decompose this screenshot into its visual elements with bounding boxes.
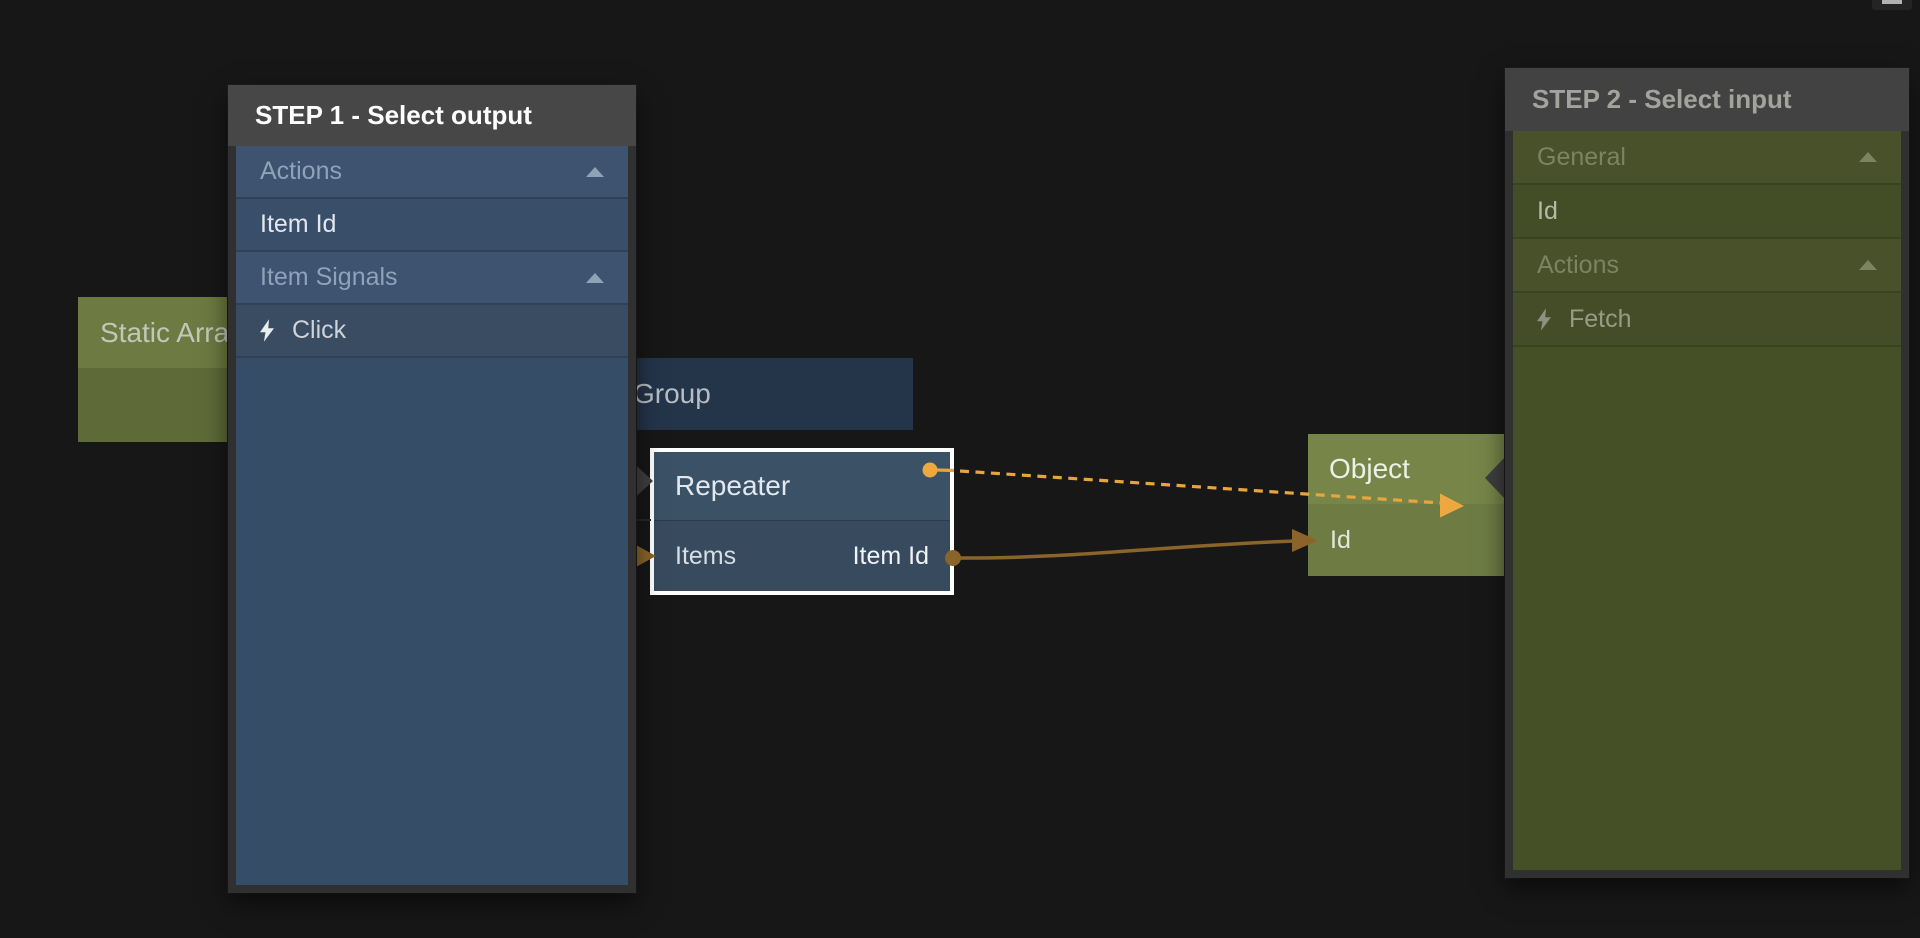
step1-panel-title: STEP 1 - Select output	[228, 85, 636, 146]
step2-row-id[interactable]: Id	[1513, 185, 1901, 239]
port-id-input[interactable]: Id	[1330, 525, 1351, 554]
step1-row-actions[interactable]: Actions	[236, 146, 628, 199]
step1-select-output-panel: STEP 1 - Select output Actions Item Id I…	[228, 85, 636, 893]
node-static-array[interactable]: Static Array	[78, 297, 243, 442]
step2-panel-body: General Id Actions Fetch	[1513, 131, 1901, 870]
minimize-icon	[1882, 0, 1902, 4]
collapse-arrow-icon	[586, 272, 604, 283]
node-group[interactable]: Group	[600, 358, 913, 430]
step2-row-general[interactable]: General	[1513, 131, 1901, 185]
node-object[interactable]: Object Id	[1308, 434, 1520, 576]
step2-row-fetch[interactable]: Fetch	[1513, 293, 1901, 347]
step1-panel-body: Actions Item Id Item Signals Click	[236, 146, 628, 885]
step1-row-item-signals[interactable]: Item Signals	[236, 252, 628, 305]
port-itemid-output[interactable]: Item Id	[852, 541, 929, 570]
node-title: Static Array	[78, 297, 243, 368]
collapse-arrow-icon	[1859, 260, 1877, 270]
step2-select-input-panel: STEP 2 - Select input General Id Actions…	[1505, 68, 1909, 878]
node-title: Group	[633, 378, 711, 409]
lightning-icon	[1537, 307, 1551, 331]
node-title: Repeater	[654, 452, 950, 520]
window-minimize-button[interactable]	[1872, 0, 1912, 10]
node-body	[78, 368, 238, 442]
collapse-arrow-icon	[1859, 152, 1877, 162]
step1-row-item-id[interactable]: Item Id	[236, 199, 628, 252]
node-title: Object	[1308, 434, 1520, 504]
collapse-arrow-icon	[586, 166, 604, 177]
port-items-input[interactable]: Items	[675, 541, 737, 570]
step1-row-click[interactable]: Click	[236, 305, 628, 358]
step2-panel-title: STEP 2 - Select input	[1505, 68, 1909, 131]
lightning-icon	[260, 319, 274, 342]
solid-connection-line[interactable]	[952, 539, 1295, 560]
node-repeater-selected[interactable]: Repeater Items Item Id	[650, 448, 954, 595]
step2-row-actions[interactable]: Actions	[1513, 239, 1901, 293]
